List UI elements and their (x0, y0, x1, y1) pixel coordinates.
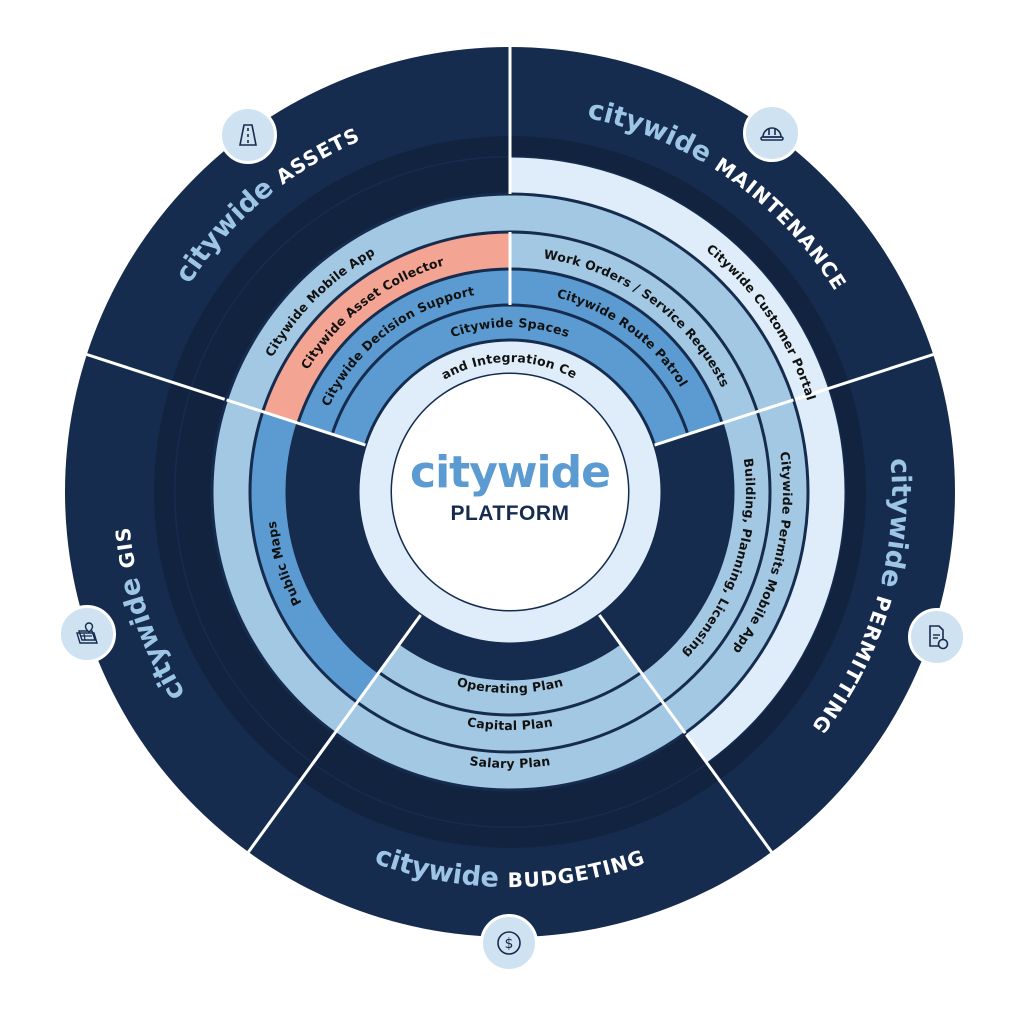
module-badge-permitting[interactable] (908, 608, 966, 666)
segment-citywide-asset-collector[interactable] (264, 233, 510, 423)
segment-empty (620, 423, 732, 672)
segment-divider (226, 398, 366, 447)
permit-document-icon (929, 625, 949, 650)
module-divider (794, 352, 936, 401)
segment-work-orders-service-requests[interactable] (510, 233, 756, 423)
center-brand-wordmark: citywide (410, 447, 611, 498)
road-icon (239, 124, 257, 146)
segment-divider (598, 614, 687, 734)
segment-citywide-customer-portal[interactable] (510, 157, 845, 763)
module-badge-budgeting[interactable]: $ (480, 914, 538, 972)
hard-hat-icon (760, 127, 784, 141)
segment-capital-plan[interactable] (358, 673, 662, 751)
segment-operating-plan[interactable] (379, 644, 641, 714)
segment-empty (175, 157, 707, 827)
segment-divider (654, 398, 794, 447)
segment-empty (288, 423, 400, 672)
module-badge-gis[interactable] (58, 605, 116, 663)
segment-salary-plan[interactable] (335, 703, 685, 789)
module-divider (685, 733, 774, 855)
module-divider (84, 352, 226, 401)
product-rings (175, 157, 845, 827)
dollar-icon: $ (497, 931, 521, 955)
segment-citywide-decision-support[interactable] (299, 270, 510, 434)
map-pin-icon (76, 622, 98, 644)
module-badge-assets[interactable] (219, 106, 277, 164)
segment-divider (311, 614, 422, 765)
center-platform-label: PLATFORM (450, 502, 570, 525)
module-badge-maintenance[interactable] (743, 104, 801, 162)
label-salary-plan: Salary Plan (469, 753, 551, 771)
segment-empty (324, 434, 696, 678)
label-operating-plan: Operating Plan (455, 674, 564, 696)
label-capital-plan: Capital Plan (466, 714, 554, 733)
segment-public-maps[interactable] (251, 412, 379, 702)
segment-citywide-permits-mobile-app[interactable] (663, 400, 807, 732)
segment-dividers (84, 45, 936, 855)
segment-building-planning-licensing[interactable] (641, 412, 769, 702)
svg-text:$: $ (505, 936, 514, 952)
segment-citywide-route-patrol[interactable] (510, 270, 721, 434)
center-core (392, 374, 628, 610)
segment-citywide-spaces[interactable] (333, 306, 687, 445)
